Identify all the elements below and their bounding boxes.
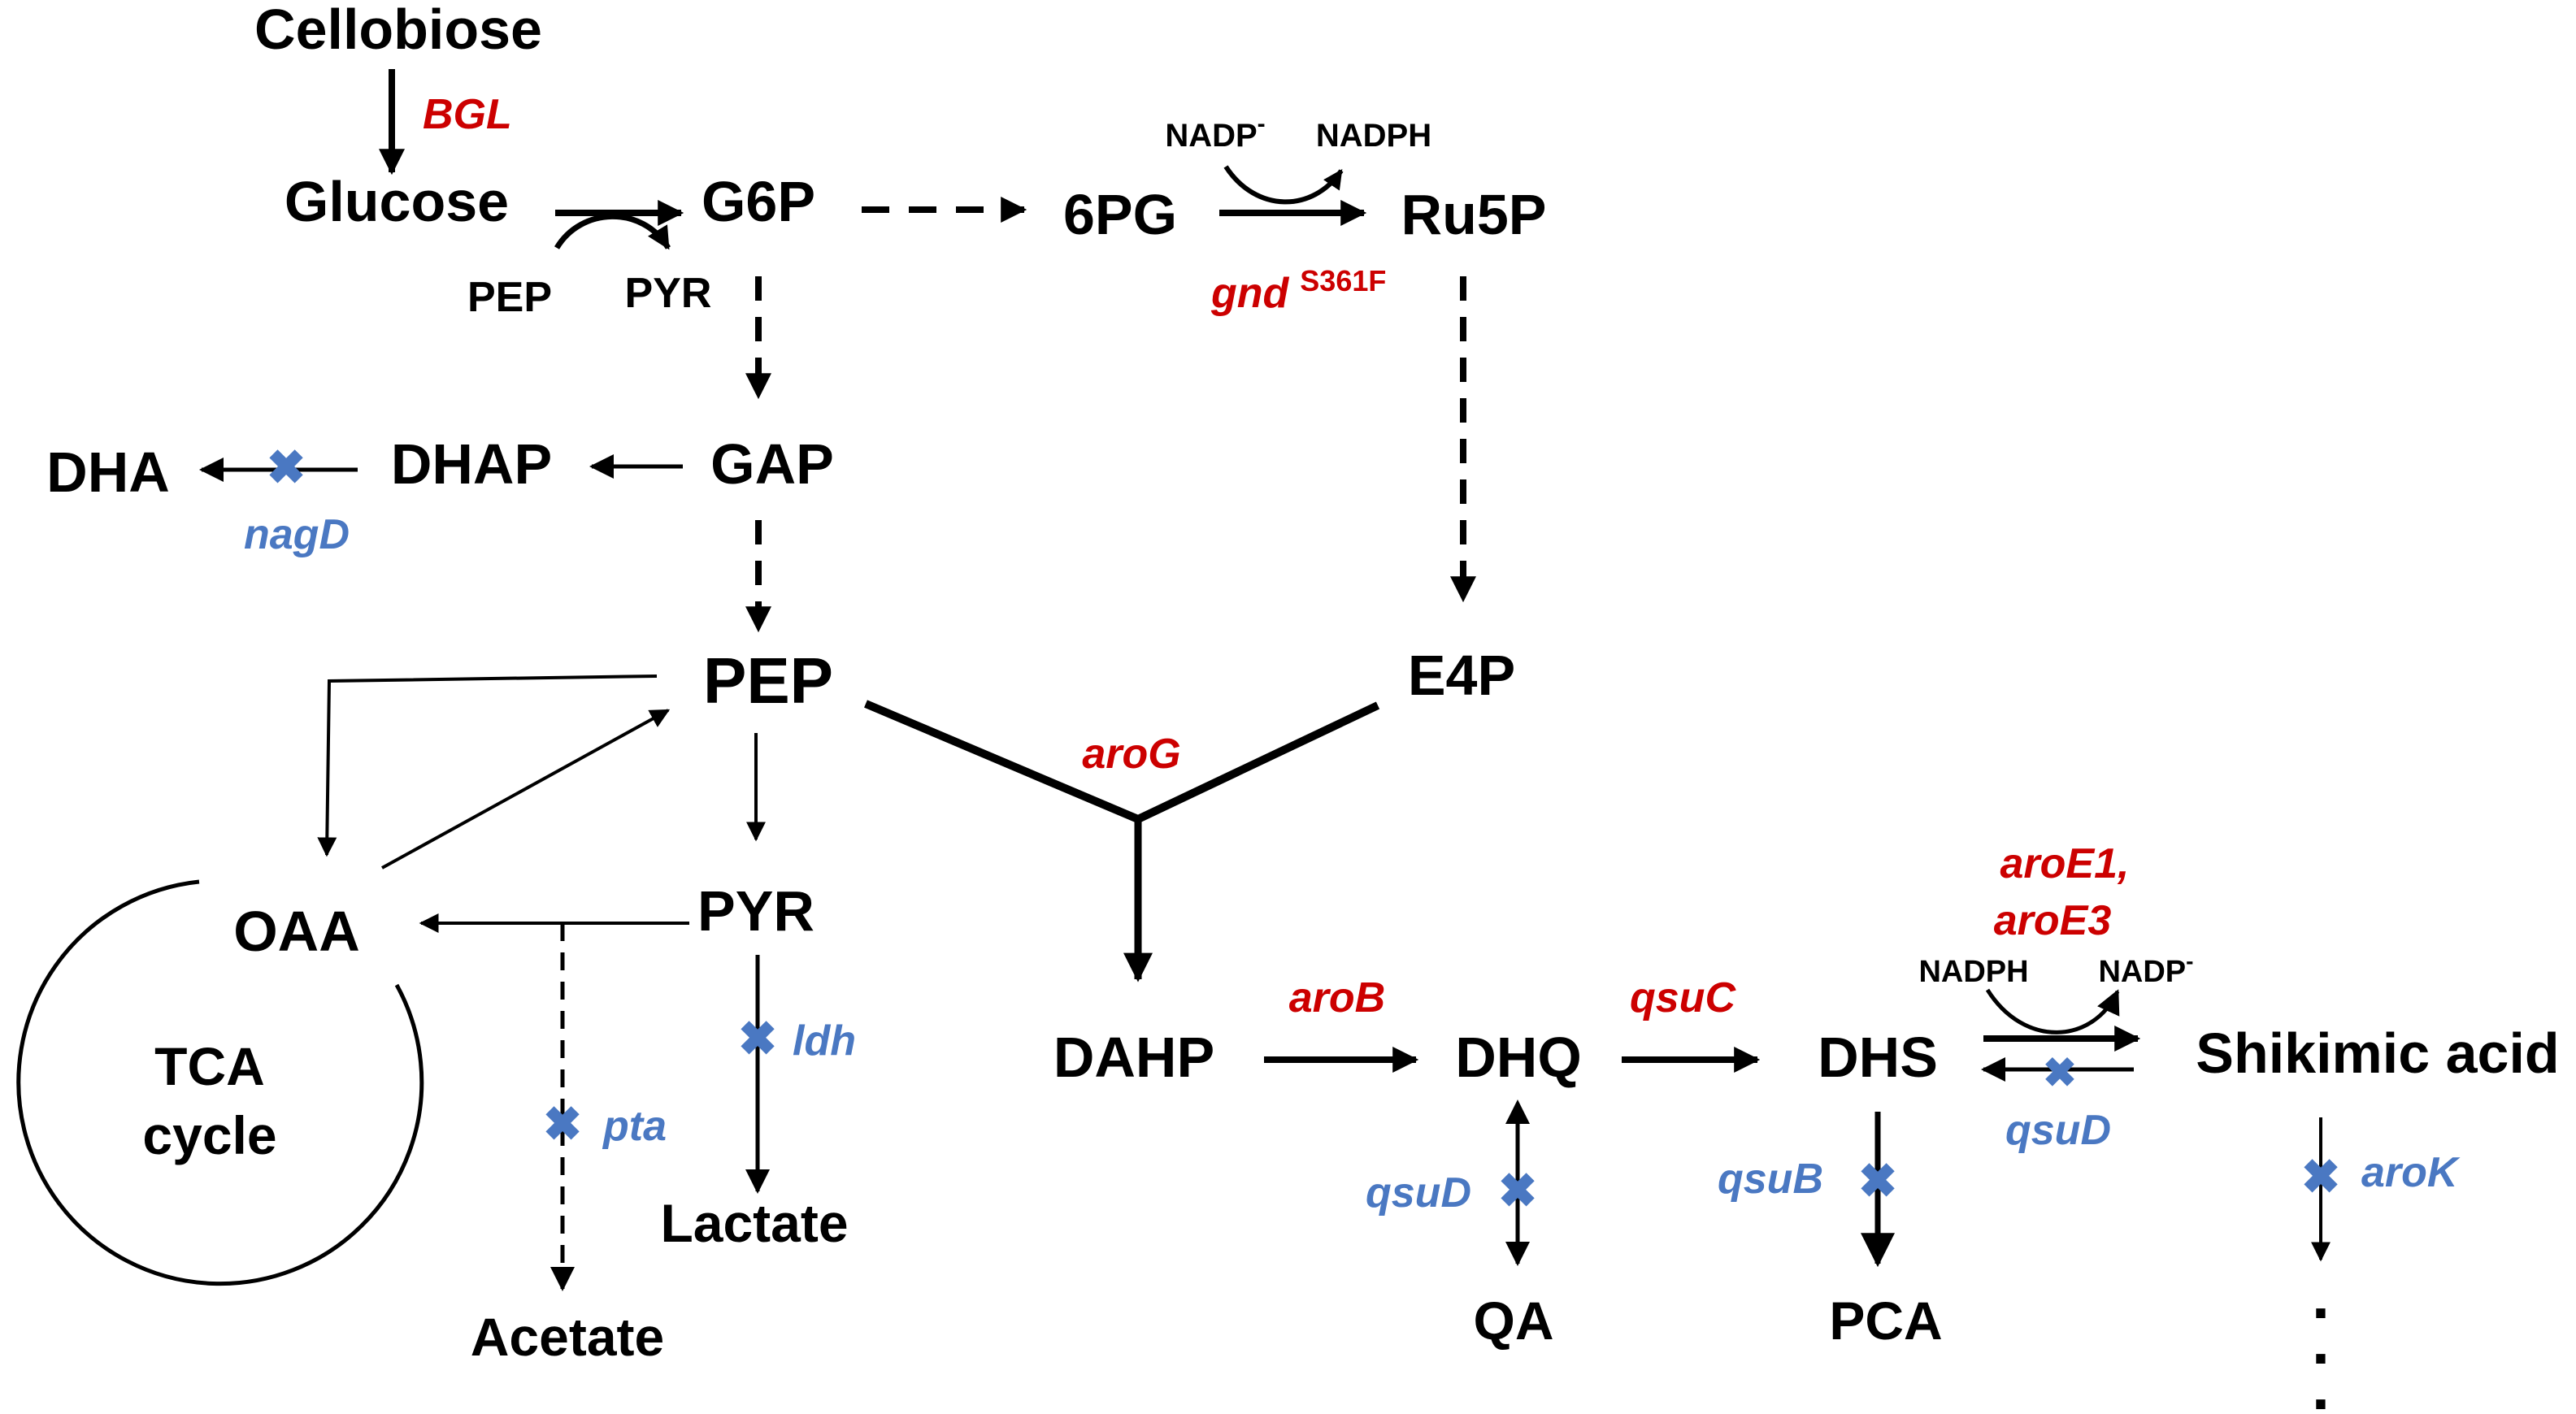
cofactor-nadp-top-sup: - (1258, 111, 1266, 137)
enzyme-nagd: nagD (244, 511, 350, 558)
cofactor-labels: PEP PYR NADP- NADPH NADPH NADP- (467, 111, 2194, 989)
cofactor-nadph-bottom: NADPH (1918, 955, 2028, 989)
enzyme-qsub: qsuB (1718, 1156, 1823, 1203)
deletion-marks: ✖ ✖ ✖ ✖ ✖ ✖ ✖ (267, 441, 2341, 1217)
metabolite-g6p: G6P (702, 170, 815, 233)
metabolite-shikimic-acid: Shikimic acid (2196, 1021, 2559, 1085)
deletion-cross-pta: ✖ (543, 1098, 583, 1151)
enzyme-qsud-left: qsuD (1366, 1169, 1471, 1217)
tca-cycle-label-line1: TCA (154, 1036, 265, 1096)
arc-nadp-nadph-top (1223, 165, 1344, 205)
deletion-cross-qsub: ✖ (1858, 1155, 1898, 1208)
metabolite-6pg: 6PG (1063, 183, 1177, 246)
arrow-oaa-pep (381, 709, 671, 870)
deletion-cross-nagd: ✖ (267, 441, 306, 494)
metabolite-glucose: Glucose (285, 170, 509, 233)
enzyme-aroe-line2: aroE3 (1994, 897, 2112, 944)
cofactor-nadp-bottom-sup: - (2186, 948, 2193, 974)
enzyme-aroe-line1: aroE1, (2000, 840, 2130, 887)
tca-cycle-label-line2: cycle (142, 1105, 276, 1165)
deletion-cross-qsud-left: ✖ (1498, 1165, 1538, 1217)
enzyme-qsud-right: qsuD (2005, 1107, 2111, 1154)
deletion-cross-arok: ✖ (2301, 1151, 2341, 1204)
metabolite-pep: PEP (703, 644, 833, 717)
metabolite-pca: PCA (1829, 1290, 1942, 1351)
cofactor-nadp-top: NADP- (1165, 111, 1265, 154)
enzyme-gnd-text: gnd (1210, 270, 1290, 317)
continuation-dot-2: . (2312, 1305, 2330, 1377)
reaction-arrows (16, 69, 2331, 1291)
metabolite-dhq: DHQ (1455, 1026, 1582, 1089)
arrow-pep-oaa (317, 674, 658, 857)
continuation-dots: . . . (2312, 1260, 2330, 1414)
enzyme-ldh: ldh (793, 1017, 856, 1065)
metabolite-dhap: DHAP (391, 432, 552, 496)
cofactor-pep-small: PEP (467, 274, 552, 321)
enzyme-pta: pta (602, 1103, 667, 1150)
metabolite-labels: Cellobiose Glucose G6P 6PG Ru5P GAP DHAP… (46, 0, 2560, 1367)
metabolite-lactate: Lactate (660, 1193, 848, 1253)
arc-pep-pyr (554, 213, 671, 250)
cofactor-nadp-top-text: NADP (1165, 118, 1257, 154)
enzyme-gnd-sup: S361F (1300, 264, 1386, 297)
enzyme-labels-deleted: nagD ldh pta qsuD qsuB qsuD aroK (244, 511, 2461, 1217)
metabolite-oaa: OAA (233, 900, 360, 963)
metabolite-qa: QA (1474, 1290, 1554, 1351)
enzyme-bgl: BGL (423, 91, 512, 138)
deletion-cross-ldh: ✖ (738, 1013, 778, 1065)
enzyme-qsuc: qsuC (1630, 974, 1736, 1021)
metabolite-dha: DHA (46, 440, 170, 504)
arc-nadph-nadp-bottom (1985, 988, 2120, 1034)
metabolite-pyr: PYR (697, 879, 815, 943)
metabolite-ru5p: Ru5P (1401, 183, 1547, 246)
metabolite-acetate: Acetate (471, 1307, 664, 1367)
metabolite-dhs: DHS (1818, 1026, 1938, 1089)
enzyme-gnd: gnd S361F (1210, 264, 1386, 317)
continuation-dot-1: . (2312, 1260, 2330, 1332)
cofactor-nadph-top: NADPH (1316, 118, 1431, 154)
enzyme-labels-overexpressed: BGL gnd S361F aroG aroB qsuC aroE1, aroE3 (423, 91, 2129, 1021)
tca-cycle-circle (16, 879, 424, 1286)
enzyme-arob: aroB (1289, 974, 1385, 1021)
cofactor-pyr-small: PYR (625, 270, 712, 317)
cofactor-nadp-bottom: NADP- (2098, 948, 2193, 989)
deletion-cross-qsud-right: ✖ (2043, 1050, 2077, 1095)
metabolite-cellobiose: Cellobiose (254, 0, 542, 61)
metabolite-gap: GAP (710, 432, 834, 496)
continuation-dot-3: . (2312, 1351, 2330, 1414)
cofactor-nadp-bottom-text: NADP (2098, 955, 2186, 989)
metabolite-e4p: E4P (1408, 644, 1515, 707)
enzyme-arok: aroK (2361, 1149, 2461, 1196)
metabolite-dahp: DAHP (1053, 1026, 1214, 1089)
enzyme-arog: aroG (1082, 731, 1180, 778)
